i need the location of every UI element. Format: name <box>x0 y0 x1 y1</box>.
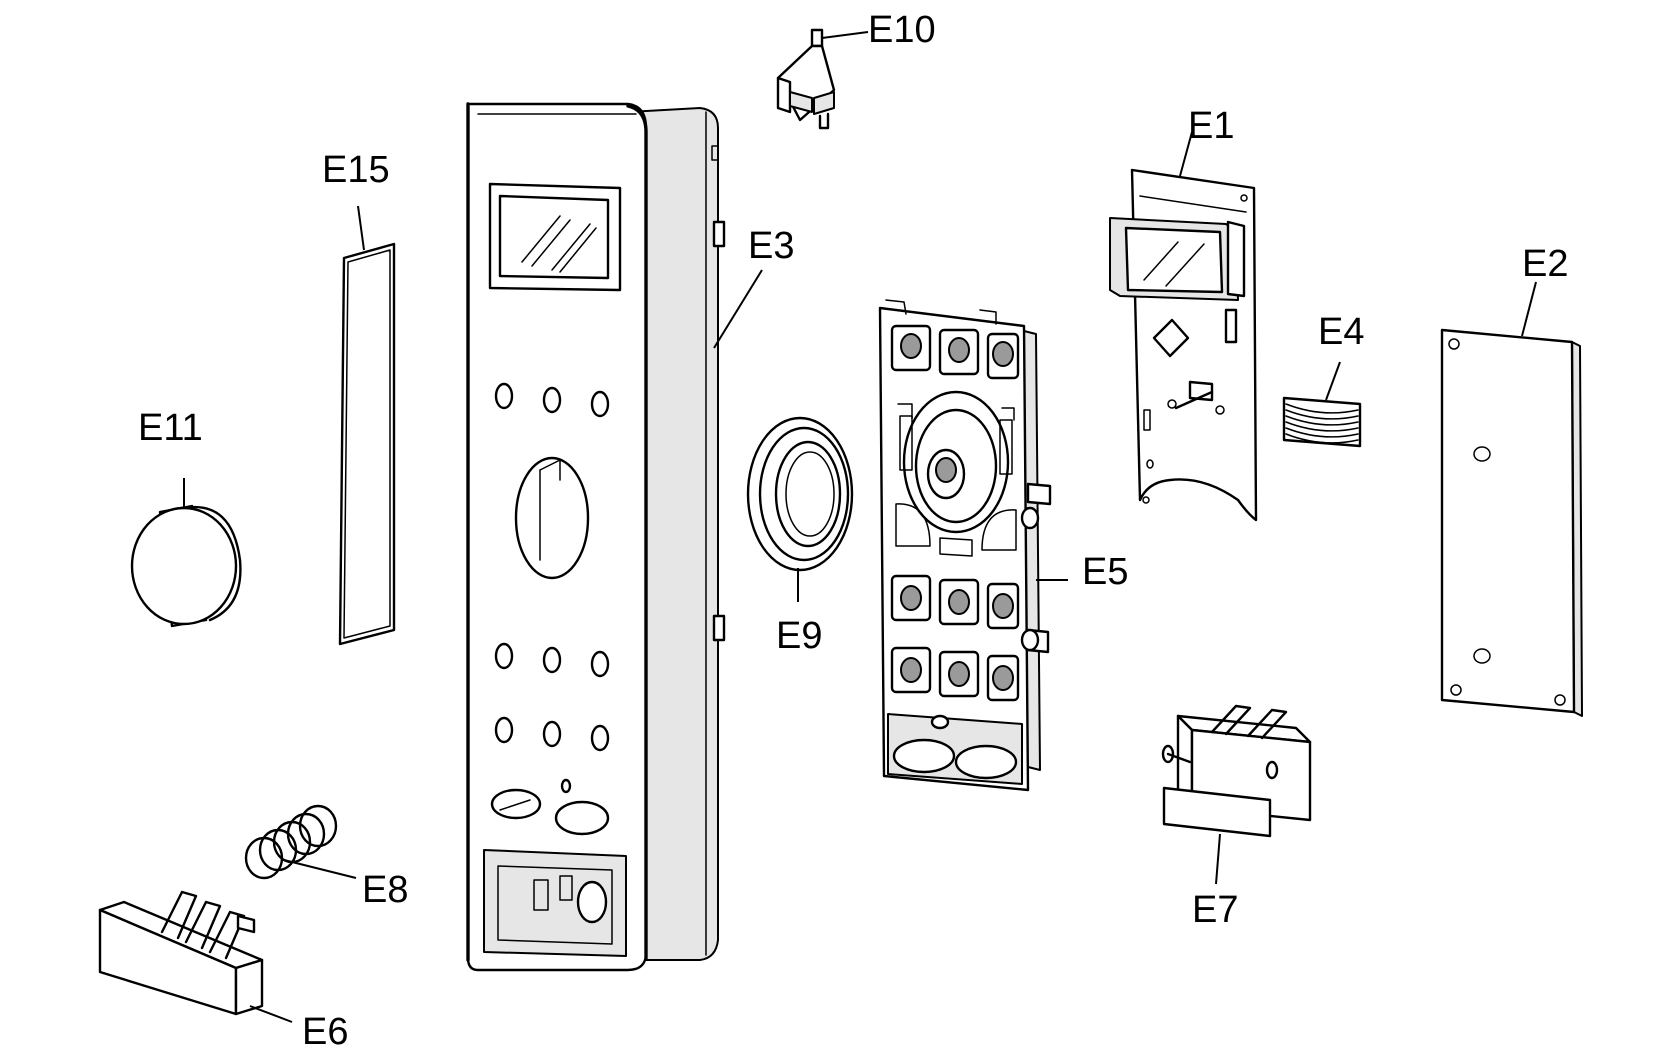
part-e6-release-button <box>98 890 264 1016</box>
part-labels: E10 E1 E15 E3 E2 E4 E11 E5 E9 E8 E7 E6 <box>138 9 1568 1053</box>
part-e9-ring <box>746 416 854 572</box>
part-e8-springs <box>244 804 338 880</box>
part-e3-front-panel <box>466 102 726 972</box>
label-e9: E9 <box>776 615 822 657</box>
label-e6: E6 <box>302 1011 348 1053</box>
front-panel-button-holes <box>494 382 610 752</box>
label-e8: E8 <box>362 869 408 911</box>
frame-button-grid-lower <box>890 574 1020 702</box>
leader-lines <box>183 31 1537 1023</box>
label-e15: E15 <box>322 149 390 191</box>
label-e7: E7 <box>1192 889 1238 931</box>
label-e11: E11 <box>138 407 203 449</box>
part-e11-knob <box>130 504 242 628</box>
label-e1: E1 <box>1188 105 1234 147</box>
label-e3: E3 <box>748 225 794 267</box>
label-e5: E5 <box>1082 551 1128 593</box>
frame-button-row-top <box>890 324 1020 380</box>
label-e2: E2 <box>1522 243 1568 285</box>
part-e15-film <box>338 242 396 646</box>
label-e10: E10 <box>868 9 936 51</box>
label-e4: E4 <box>1318 311 1364 353</box>
part-e1-circuit-board <box>1109 168 1258 522</box>
part-e5-button-frame <box>878 299 1052 792</box>
part-e7-switch-block <box>1161 704 1312 838</box>
part-e2-cover-plate <box>1440 328 1583 717</box>
part-e4-ribbon-cable <box>1282 396 1362 448</box>
part-e10-bracket <box>776 28 836 130</box>
